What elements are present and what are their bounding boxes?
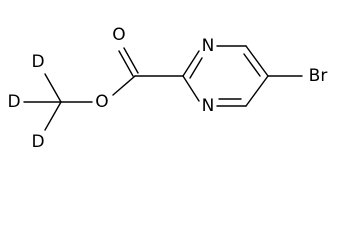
atom-label-ring-nitrogen-bottom: N <box>202 96 215 116</box>
bond-c6-c5 <box>245 45 269 77</box>
atom-label-ether-oxygen: O <box>95 92 108 112</box>
chemical-structure-diagram: D D D O O N N Br <box>7 25 328 152</box>
pyrimidine-ring-bonds <box>182 45 269 107</box>
bond-carbonyl-double-b <box>123 47 139 74</box>
bond-c6-c5-inner <box>243 53 261 77</box>
bond-c5-c4 <box>245 75 269 107</box>
atom-label-deuterium-bottom: D <box>31 132 44 152</box>
methyl-d3-bonds <box>23 73 93 131</box>
bond-c2-n1 <box>182 50 200 77</box>
atom-label-ring-nitrogen-top: N <box>202 36 215 56</box>
bond-carbonyl-double-a <box>118 50 134 77</box>
atom-label-carbonyl-oxygen: O <box>112 25 125 45</box>
atom-label-deuterium-left: D <box>7 92 20 112</box>
bond-c-d-bottom <box>44 101 62 131</box>
bond-c2-n1-inner <box>189 57 203 79</box>
bond-c-d-top <box>44 73 62 103</box>
atom-label-bromine: Br <box>309 66 328 86</box>
ester-bonds <box>112 47 184 96</box>
atom-label-deuterium-top: D <box>31 52 44 72</box>
bond-n3-c2 <box>182 75 200 102</box>
bond-o-carbonyl-carbon <box>112 75 136 96</box>
